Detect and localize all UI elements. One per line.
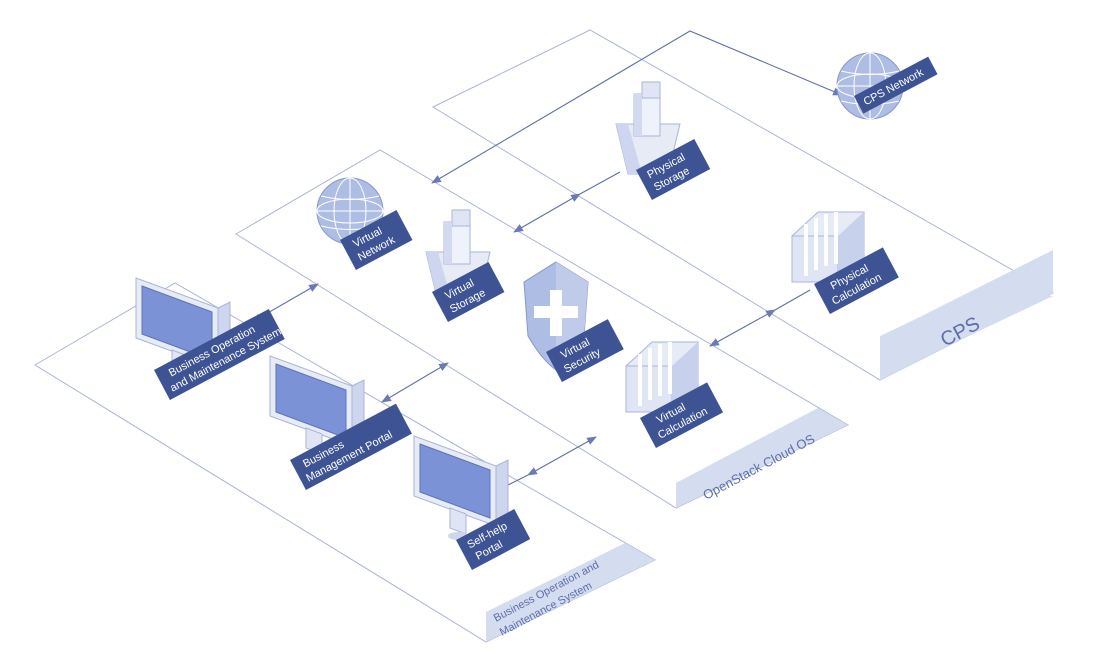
- business-tab-band: [486, 543, 655, 642]
- virtual-storage-label: Virtual Storage: [432, 261, 505, 323]
- physical-storage-label: Physical Storage: [636, 139, 711, 201]
- connector-vcalc-pcalc: [709, 309, 776, 347]
- connector-selfhelp-os: [527, 436, 597, 476]
- cps-tab-band: [880, 274, 1053, 380]
- connector-pcalc-line: [774, 289, 811, 311]
- connector-vnet-cpsnet: [431, 30, 843, 184]
- connector-vstorage-pstorage: [513, 193, 581, 233]
- virtual-network-label: Virtual Network: [340, 209, 413, 271]
- openstack-tab-band: [676, 408, 848, 508]
- connector-pstorage-up: [579, 171, 621, 195]
- connector-portal-os: [381, 362, 449, 403]
